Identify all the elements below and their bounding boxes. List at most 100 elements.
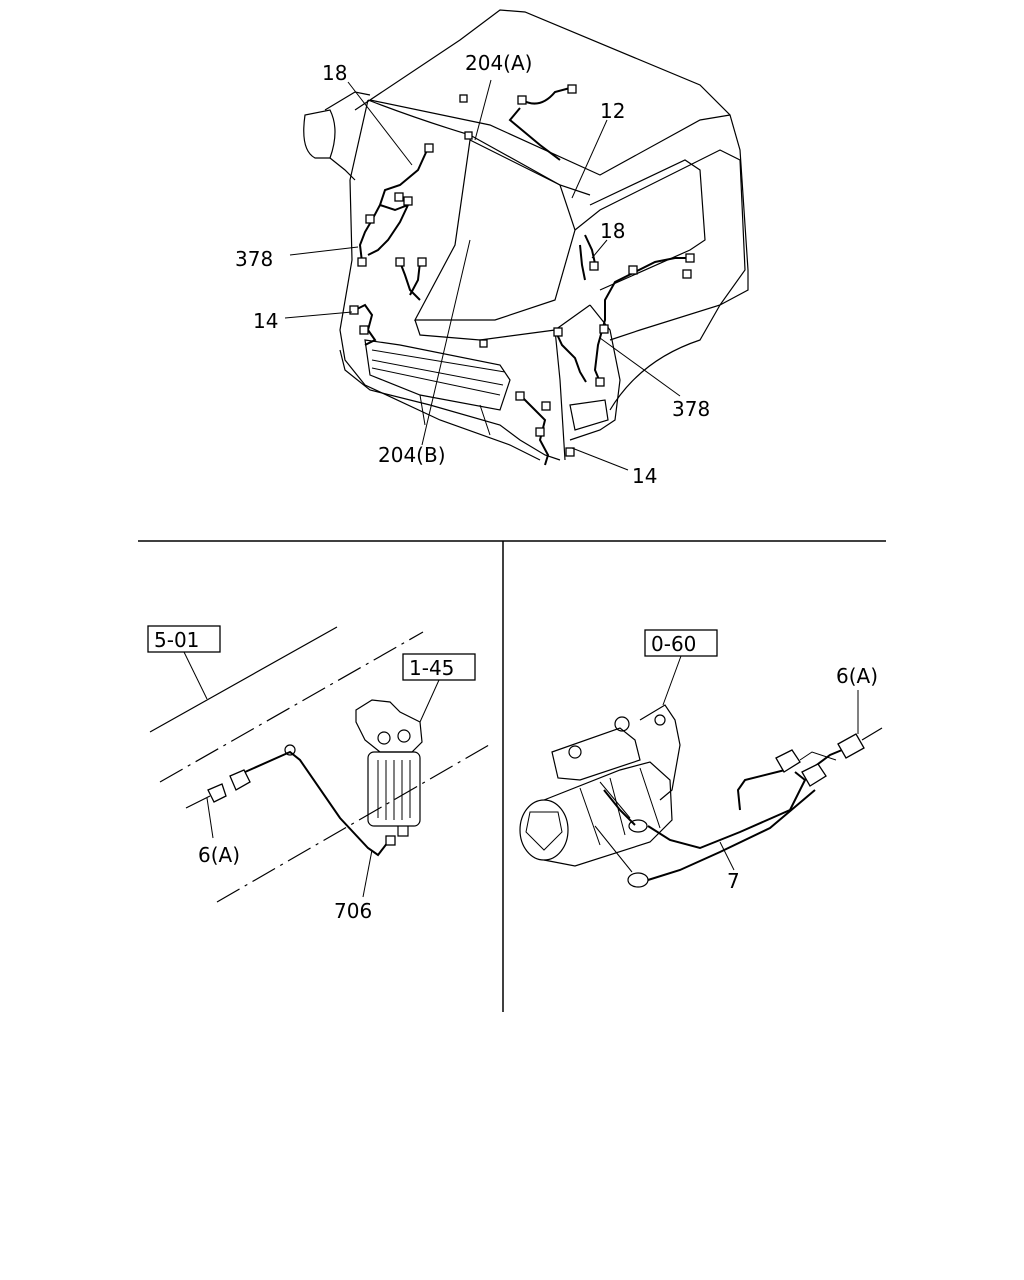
connector-6a <box>229 769 251 791</box>
ring-terminal <box>628 819 648 833</box>
connector <box>599 324 609 334</box>
callout-6a-right: 6(A) <box>836 664 878 688</box>
connector-6a-plug <box>207 783 227 803</box>
connector <box>464 131 473 140</box>
svg-text:1-45: 1-45 <box>409 656 454 680</box>
cab-roof-ridge <box>369 99 731 176</box>
connector <box>595 377 605 387</box>
fuel-filter-ribs <box>377 760 411 820</box>
connector-6a-right <box>837 733 865 759</box>
fuel-filter-drain <box>397 826 409 837</box>
ref-box-1-45[interactable]: 1-45 <box>402 653 476 681</box>
flange-bolt-hole <box>654 714 666 726</box>
connector <box>682 269 692 279</box>
svg-text:5-01: 5-01 <box>154 628 199 652</box>
ref-box-0-60[interactable]: 0-60 <box>644 629 718 657</box>
starter-body <box>543 761 673 867</box>
connector <box>535 427 545 437</box>
callout-204a: 204(A) <box>465 51 532 75</box>
door-window <box>589 159 706 291</box>
callout-18-right: 18 <box>600 219 625 243</box>
harness-connector <box>775 749 801 773</box>
fuel-filter-fitting <box>377 731 391 745</box>
cab-left-side <box>339 99 541 461</box>
starter-mounting-flange <box>639 704 681 801</box>
cab-roof-outline <box>354 9 749 306</box>
callout-14-left: 14 <box>253 309 278 333</box>
harness-7-lower <box>647 789 816 881</box>
starter-end-cap-detail <box>525 811 563 851</box>
right-front-harness <box>519 329 587 466</box>
connector <box>349 305 359 315</box>
callout-18-left: 18 <box>322 61 347 85</box>
windshield-frame <box>414 139 576 321</box>
connector <box>395 257 405 267</box>
fuel-filter-fitting <box>397 729 411 743</box>
connector <box>357 257 367 267</box>
top-leader-lines <box>284 79 681 471</box>
left-harness-wire <box>358 147 429 263</box>
ref-box-5-01[interactable]: 5-01 <box>147 625 221 653</box>
frame-rail-centerline <box>159 631 424 783</box>
connector <box>515 391 525 401</box>
connector <box>365 214 375 224</box>
truck-cab-illustration <box>303 9 749 466</box>
connector <box>541 401 551 411</box>
hood-panel <box>414 304 591 341</box>
left-mirror <box>303 109 336 159</box>
callout-204b: 204(B) <box>378 443 446 467</box>
wheel-arch <box>609 304 721 411</box>
left-mirror-arm <box>324 91 371 181</box>
connector <box>553 327 563 337</box>
right-front-corner <box>554 304 621 461</box>
connector <box>479 339 488 348</box>
connector <box>685 253 695 263</box>
starter-cable <box>603 789 636 826</box>
connector <box>517 95 527 105</box>
solenoid-terminal <box>614 716 630 732</box>
frame-rail-edge <box>149 626 338 733</box>
callout-378-right: 378 <box>672 397 710 421</box>
harness-7 <box>647 771 807 850</box>
front-bumper <box>339 349 561 461</box>
svg-text:0-60: 0-60 <box>651 632 696 656</box>
starter-motor-illustration <box>519 704 883 888</box>
front-grille <box>364 339 511 411</box>
left-lower-harness <box>354 303 377 346</box>
callout-706: 706 <box>334 899 372 923</box>
fuel-filter-bowl <box>367 751 421 827</box>
starter-solenoid <box>551 727 641 781</box>
callout-12: 12 <box>600 99 625 123</box>
center-harness <box>399 261 421 301</box>
left-harness-branch <box>367 203 410 256</box>
connector <box>589 261 599 271</box>
connector <box>567 84 577 94</box>
fuel-filter-illustration <box>149 626 490 903</box>
connector <box>565 447 575 457</box>
callout-7: 7 <box>727 869 740 893</box>
right-harness-wire <box>593 257 690 383</box>
callout-14-right: 14 <box>632 464 657 488</box>
callout-378-left: 378 <box>235 247 273 271</box>
starter-end-cap <box>519 799 569 861</box>
connector <box>459 94 468 103</box>
connector <box>403 196 413 206</box>
connector <box>628 265 638 275</box>
fuel-filter-head <box>355 699 423 753</box>
ring-terminal <box>627 872 649 888</box>
sensor-connector <box>385 835 396 846</box>
harness-connector <box>801 763 827 787</box>
windshield-top-edge <box>367 99 591 196</box>
grille-slats <box>371 349 506 436</box>
connector <box>424 143 434 153</box>
sensor-wire-706 <box>244 750 389 857</box>
callout-6a-left: 6(A) <box>198 843 240 867</box>
right-headlamp <box>569 399 609 431</box>
door-panel <box>574 149 746 341</box>
solenoid-terminal <box>568 745 582 759</box>
connector <box>394 192 404 202</box>
right-harness-branch <box>579 234 597 281</box>
frame-rail-centerline <box>216 744 490 903</box>
connector <box>417 257 427 267</box>
connector <box>359 325 369 335</box>
